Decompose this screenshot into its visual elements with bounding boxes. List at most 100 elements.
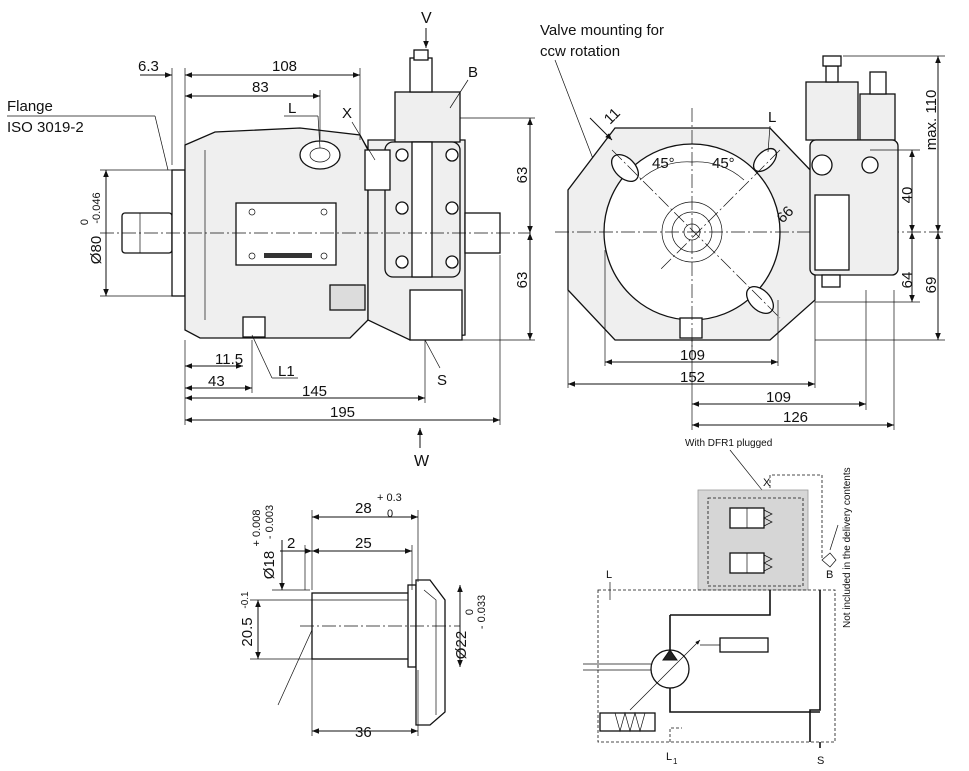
valve-spring bbox=[763, 509, 773, 527]
valve-bolt bbox=[395, 255, 409, 269]
flange-leader bbox=[154, 115, 169, 171]
angle-arc bbox=[691, 161, 745, 181]
dim-18-tol-top: + 0.008 bbox=[251, 509, 263, 546]
port-b-label: B bbox=[468, 64, 478, 81]
dim-18-tol-bot: - 0.003 bbox=[264, 505, 276, 539]
dim-126: 126 bbox=[783, 409, 808, 426]
port-l-boss bbox=[299, 140, 341, 170]
b-line bbox=[809, 590, 821, 742]
port-l-side-leader bbox=[767, 125, 771, 153]
check-symbol bbox=[821, 552, 837, 568]
valve-bolt bbox=[445, 148, 459, 162]
plate-barcode bbox=[264, 253, 312, 258]
dim-18: Ø18 bbox=[261, 551, 278, 579]
hydraulic-schematic: With DFR1 plugged X L B S bbox=[583, 438, 853, 767]
port-x-fitting bbox=[364, 149, 391, 191]
schem-b-label: B bbox=[826, 569, 833, 581]
shaft-flange bbox=[415, 579, 446, 726]
note-leader bbox=[829, 524, 839, 551]
port-s-leader bbox=[424, 339, 441, 369]
keyway-leader bbox=[277, 629, 313, 706]
side-valve-top bbox=[805, 81, 859, 141]
port-l1-leader bbox=[251, 334, 273, 379]
view-v-label: V bbox=[421, 10, 432, 27]
valve-mounting-line2: ccw rotation bbox=[540, 43, 620, 60]
valve-spring bbox=[763, 554, 773, 572]
dim-195: 195 bbox=[330, 404, 355, 421]
valve-bolt bbox=[445, 201, 459, 215]
pump-frame bbox=[597, 589, 836, 743]
schem-l-label: L bbox=[606, 569, 612, 581]
schem-x-label: X bbox=[763, 477, 771, 489]
flange-label: Flange bbox=[7, 98, 53, 115]
schem-l1-sub: 1 bbox=[673, 757, 678, 766]
valve-bolt bbox=[445, 255, 459, 269]
valve-mounting-line1: Valve mounting for bbox=[540, 22, 664, 39]
dim-28-tol-top: + 0.3 bbox=[377, 492, 402, 504]
spring-zigzag bbox=[614, 711, 646, 733]
dim-80: Ø80 bbox=[88, 236, 105, 264]
not-included-note: Not included in the delivery contents bbox=[842, 467, 853, 628]
dim-80-tol-bot: -0.046 bbox=[91, 192, 103, 223]
shaft-detail: 28 + 0.3 0 2 25 36 Ø18 + 0.008 - 0.003 2… bbox=[239, 492, 488, 741]
side-valve-top2 bbox=[859, 93, 896, 141]
port-l1-boss bbox=[242, 316, 266, 338]
view-w-label: W bbox=[414, 453, 430, 470]
dim-11-5: 11.5 bbox=[215, 351, 243, 368]
side-valve-port bbox=[861, 156, 879, 174]
valve-spool bbox=[411, 141, 433, 278]
dim-63-top: 63 bbox=[514, 167, 531, 184]
dim-22: Ø22 bbox=[453, 631, 470, 659]
dim-36: 36 bbox=[355, 724, 372, 741]
plate-screw bbox=[320, 252, 328, 260]
front-view: Flange ISO 3019-2 bbox=[7, 10, 535, 470]
angle-right: 45° bbox=[712, 155, 735, 172]
side-valve-nut bbox=[822, 55, 842, 67]
controller-inner bbox=[707, 497, 804, 587]
suction-line bbox=[669, 688, 820, 713]
side-valve-screw2 bbox=[869, 71, 887, 95]
drain-l1 bbox=[669, 727, 682, 742]
dim-20-5-tol: -0.1 bbox=[240, 591, 251, 609]
valve-bolt bbox=[395, 201, 409, 215]
variable-arrow bbox=[629, 639, 701, 711]
dim-145: 145 bbox=[302, 383, 327, 400]
pressure-line bbox=[670, 590, 771, 616]
port-l1-label: L1 bbox=[278, 363, 295, 380]
dim-6-3: 6.3 bbox=[138, 58, 159, 75]
dim-64: 64 bbox=[899, 272, 916, 289]
dim-28: 28 bbox=[355, 500, 372, 517]
control-valve-top bbox=[394, 91, 461, 143]
dim-109a: 109 bbox=[680, 347, 705, 364]
dim-11-line bbox=[589, 117, 613, 141]
pump-triangle bbox=[662, 649, 678, 661]
side-valve-port bbox=[811, 154, 833, 176]
stroking-cylinder bbox=[719, 637, 769, 653]
adjust-nut bbox=[413, 49, 429, 61]
dim-80-tol-top: 0 bbox=[79, 219, 91, 225]
dim-28-tol-bot: 0 bbox=[387, 508, 393, 520]
dim-25: 25 bbox=[355, 535, 372, 552]
side-valve-foot bbox=[821, 274, 841, 288]
flange-hatch bbox=[423, 589, 437, 715]
side-valve-screw bbox=[825, 65, 839, 83]
flange-standard-label: ISO 3019-2 bbox=[7, 119, 84, 136]
controller-box bbox=[697, 489, 809, 591]
diag-centerline bbox=[659, 149, 781, 271]
dim-22-tol-bot: - 0.033 bbox=[476, 595, 488, 629]
port-l-label: L bbox=[288, 100, 296, 117]
port-l1-side bbox=[679, 317, 703, 339]
suction-boss bbox=[329, 284, 366, 311]
adjust-screw bbox=[409, 57, 433, 93]
dim-152: 152 bbox=[680, 369, 705, 386]
valve-bolt bbox=[395, 148, 409, 162]
port-x-label: X bbox=[342, 105, 352, 122]
dim-20-5: 20.5 bbox=[239, 617, 256, 646]
angle-arc bbox=[639, 161, 693, 181]
dim-108: 108 bbox=[272, 58, 297, 75]
dim-11: 11 bbox=[601, 105, 624, 128]
side-valve-block bbox=[814, 194, 850, 271]
port-x-leader bbox=[351, 121, 376, 161]
plate-screw bbox=[248, 252, 256, 260]
plate-screw bbox=[320, 208, 328, 216]
